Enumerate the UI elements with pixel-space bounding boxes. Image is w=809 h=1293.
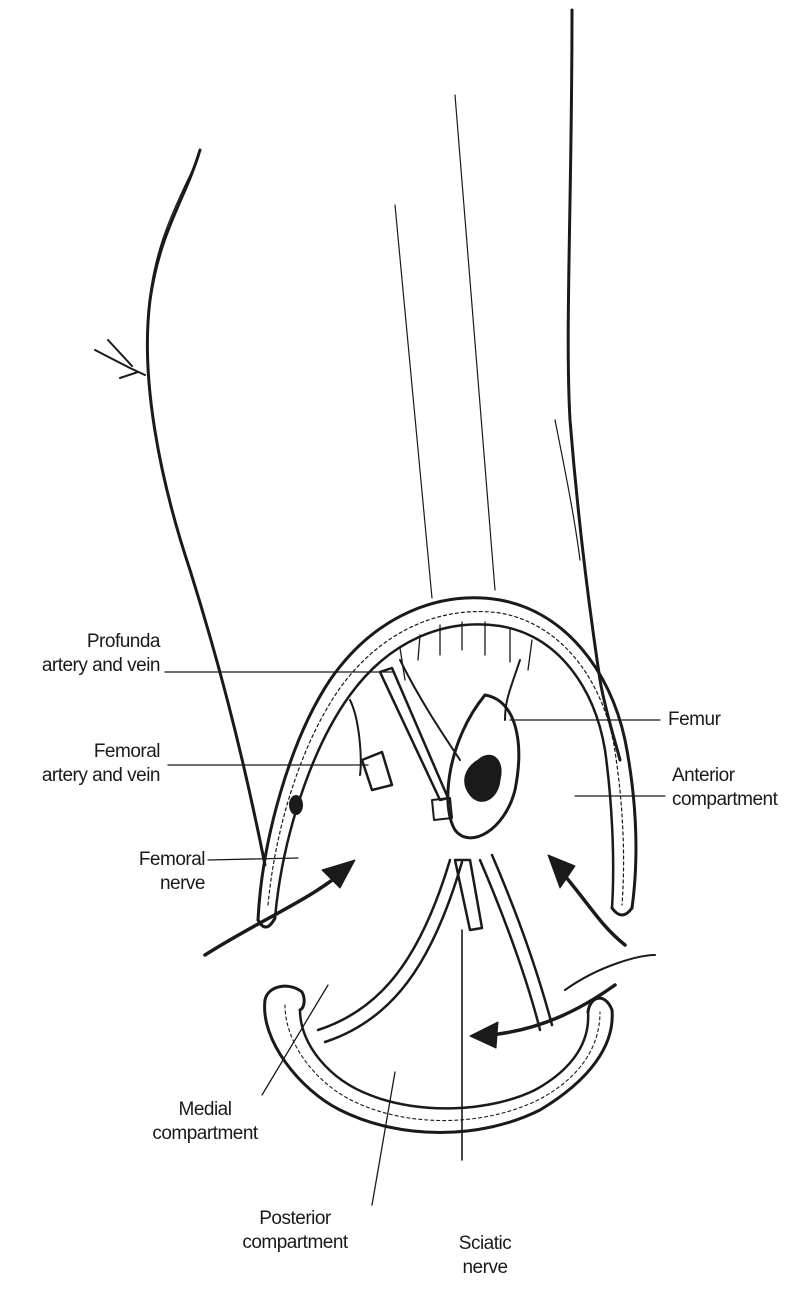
label-anterior: Anterior compartment bbox=[672, 764, 807, 812]
label-posterior-line2: compartment bbox=[225, 1231, 365, 1255]
label-posterior: Posterior compartment bbox=[225, 1207, 365, 1255]
pointer-line-1 bbox=[395, 205, 432, 598]
label-femur: Femur bbox=[668, 708, 788, 732]
label-posterior-line1: Posterior bbox=[225, 1207, 365, 1231]
thigh-outline-left bbox=[147, 150, 265, 865]
femur-marrow bbox=[465, 755, 501, 801]
pointer-line-2 bbox=[455, 95, 495, 590]
label-femur-line1: Femur bbox=[668, 708, 788, 732]
label-femoral-vessels-line1: Femoral bbox=[0, 740, 160, 764]
vastus-septum bbox=[400, 660, 520, 760]
posterior-fascia-outer bbox=[265, 1000, 613, 1133]
medial-septum bbox=[350, 700, 361, 775]
anterior-fascia-end-right bbox=[612, 908, 632, 915]
label-sciatic-line2: nerve bbox=[440, 1256, 530, 1280]
label-medial: Medial compartment bbox=[135, 1098, 275, 1146]
label-profunda: Profunda artery and vein bbox=[0, 630, 160, 678]
thigh-skin-fold bbox=[95, 340, 145, 378]
label-anterior-line2: compartment bbox=[672, 788, 807, 812]
anterior-muscle-striations bbox=[400, 622, 532, 680]
arrow-posterior-entry-head bbox=[470, 1022, 498, 1048]
skin-contour-right bbox=[565, 955, 655, 990]
label-medial-line1: Medial bbox=[135, 1098, 275, 1122]
label-femoral-vessels: Femoral artery and vein bbox=[0, 740, 160, 788]
posterior-fascia-inner bbox=[300, 1010, 588, 1108]
thigh-outline-right bbox=[568, 10, 620, 760]
label-femoral-nerve-line1: Femoral bbox=[60, 848, 205, 872]
label-anterior-line1: Anterior bbox=[672, 764, 807, 788]
arrow-posterior-entry bbox=[490, 985, 615, 1035]
femoral-vessels-box bbox=[362, 752, 392, 790]
label-femoral-vessels-line2: artery and vein bbox=[0, 764, 160, 788]
femoral-nerve-dot bbox=[289, 795, 303, 815]
posterior-septum-right bbox=[480, 855, 552, 1030]
label-profunda-line1: Profunda bbox=[0, 630, 160, 654]
label-femoral-nerve: Femoral nerve bbox=[60, 848, 205, 896]
label-sciatic: Sciatic nerve bbox=[440, 1232, 530, 1280]
thigh-outline-left-inner bbox=[148, 165, 195, 320]
label-sciatic-line1: Sciatic bbox=[440, 1232, 530, 1256]
leader-posterior bbox=[372, 1072, 395, 1205]
label-medial-line2: compartment bbox=[135, 1122, 275, 1146]
label-femoral-nerve-line2: nerve bbox=[60, 872, 205, 896]
anterior-fascia-dotted bbox=[268, 612, 624, 905]
arrow-anterior-entry bbox=[560, 870, 625, 945]
label-profunda-line2: artery and vein bbox=[0, 654, 160, 678]
